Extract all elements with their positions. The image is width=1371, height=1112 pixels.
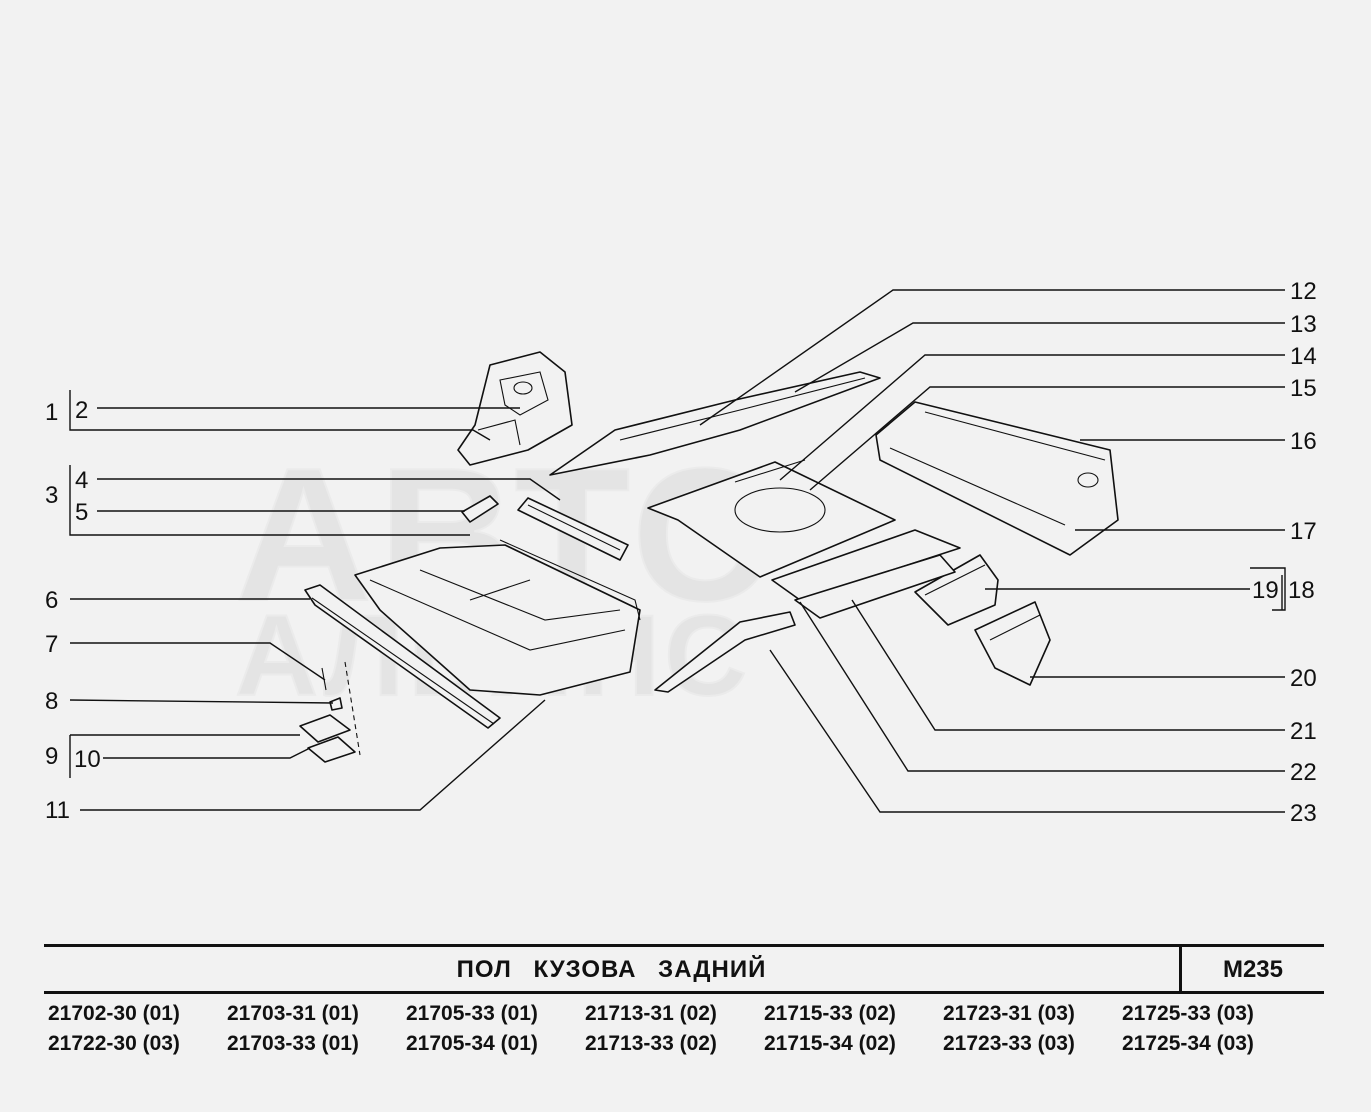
callout-13: 13 — [1290, 311, 1317, 338]
model-code: 21703-33 (01) — [227, 1032, 359, 1055]
leader-lines — [69, 289, 1286, 813]
callout-17: 17 — [1290, 518, 1317, 545]
part-crossmember-4 — [517, 497, 629, 561]
model-code: 21702-30 (01) — [48, 1002, 180, 1025]
callout-14: 14 — [1290, 343, 1317, 370]
part-fasteners — [299, 661, 361, 763]
callout-19: 19 — [1252, 577, 1279, 604]
part-rear-panel — [875, 401, 1119, 556]
part-trunk-floor — [647, 459, 896, 578]
callout-11: 11 — [45, 797, 70, 824]
model-code: 21713-33 (02) — [585, 1032, 717, 1055]
callout-12: 12 — [1290, 278, 1317, 305]
callout-20: 20 — [1290, 665, 1317, 692]
part-bracket-20 — [974, 601, 1051, 686]
model-code: 21715-33 (02) — [764, 1002, 896, 1025]
callout-5: 5 — [75, 499, 88, 526]
callout-22: 22 — [1290, 759, 1317, 786]
model-code: 21722-30 (03) — [48, 1032, 180, 1055]
title-block: ПОЛ КУЗОВА ЗАДНИЙ M235 — [44, 944, 1324, 994]
model-code: 21703-31 (01) — [227, 1002, 359, 1025]
callout-10: 10 — [74, 746, 101, 773]
callout-7: 7 — [45, 631, 58, 658]
callout-1: 1 — [45, 399, 58, 426]
callout-18: 18 — [1288, 577, 1315, 604]
title-divider — [1179, 947, 1182, 991]
model-code: 21723-31 (03) — [943, 1002, 1075, 1025]
model-code: 21723-33 (03) — [943, 1032, 1075, 1055]
callout-8: 8 — [45, 688, 58, 715]
callout-6: 6 — [45, 587, 58, 614]
part-floor-assembly — [354, 539, 641, 696]
callout-21: 21 — [1290, 718, 1317, 745]
callout-3: 3 — [45, 482, 58, 509]
part-bracket-18 — [914, 554, 999, 626]
model-code: 21725-34 (03) — [1122, 1032, 1254, 1055]
callout-16: 16 — [1290, 428, 1317, 455]
callout-23: 23 — [1290, 800, 1317, 827]
model-code: 21725-33 (03) — [1122, 1002, 1254, 1025]
model-list: 21702-30 (01) 21703-31 (01) 21705-33 (01… — [48, 1000, 1338, 1058]
callout-2: 2 — [75, 397, 88, 424]
callout-15: 15 — [1290, 375, 1317, 402]
model-code: 21713-31 (02) — [585, 1002, 717, 1025]
parts-diagram: АВТО АЛЬЯНС — [45, 278, 1317, 827]
model-code: 21705-34 (01) — [406, 1032, 538, 1055]
model-code: 21705-33 (01) — [406, 1002, 538, 1025]
model-code: 21715-34 (02) — [764, 1032, 896, 1055]
part-side-member-23 — [654, 611, 796, 693]
callout-4: 4 — [75, 467, 88, 494]
part-rear-crossmembers — [771, 529, 961, 619]
part-bracket-5 — [461, 495, 499, 523]
part-rail-6 — [304, 584, 501, 729]
callout-9: 9 — [45, 743, 58, 770]
callout-numbers: 1 2 3 4 5 6 7 8 9 10 11 12 13 14 15 16 1… — [45, 278, 1317, 827]
part-long-members — [549, 371, 881, 476]
page-title: ПОЛ КУЗОВА ЗАДНИЙ — [456, 956, 767, 983]
sheet-code: M235 — [1222, 956, 1284, 983]
